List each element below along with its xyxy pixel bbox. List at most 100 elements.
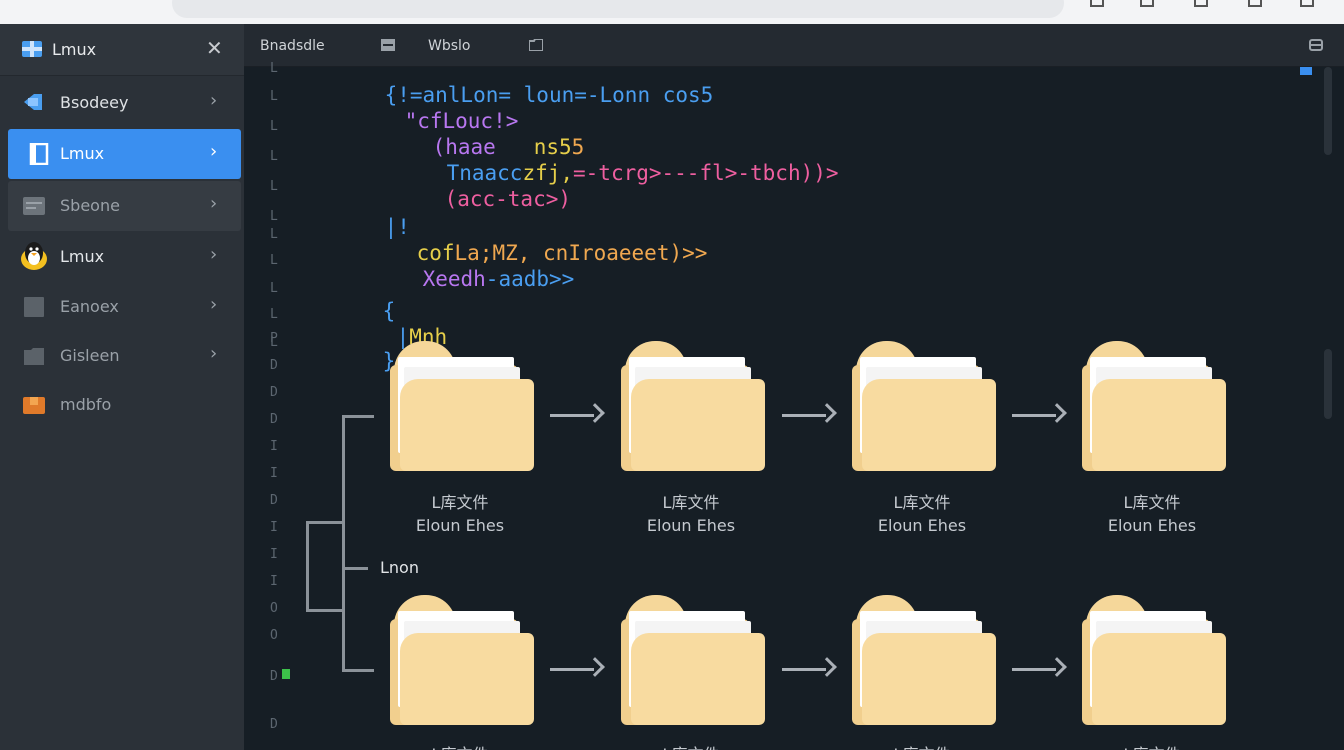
- tree-connector: [342, 567, 368, 570]
- sidebar-item-lmux-active[interactable]: Lmux ›: [8, 129, 241, 179]
- tab-bnadsdle[interactable]: Bnadsdle: [260, 38, 325, 54]
- arrow-right-icon: [550, 657, 605, 679]
- terminal-icon: [29, 143, 49, 165]
- browser-toolbar: [0, 0, 1344, 24]
- network-icon: [22, 41, 42, 57]
- restore-window-icon[interactable]: [1309, 39, 1323, 51]
- sidebar-item-label: Eanoex: [60, 297, 119, 316]
- folder-icon[interactable]: [390, 595, 536, 730]
- code-token: {!=anlLon= loun=-Lonn cos5: [384, 83, 714, 107]
- tab-wbslo[interactable]: Wbslo: [428, 38, 471, 54]
- scroll-marker: [1300, 67, 1312, 75]
- extension-icon[interactable]: [1090, 0, 1104, 7]
- code-token: cof: [416, 241, 455, 265]
- line-number: L: [270, 179, 278, 194]
- line-number: P: [270, 331, 278, 346]
- tree-branch-label: Lnon: [380, 558, 419, 577]
- grid-icon[interactable]: [1248, 0, 1262, 7]
- code-token: (haae: [432, 135, 496, 159]
- line-number: L: [270, 307, 278, 322]
- line-number: I: [270, 547, 278, 562]
- line-number: I: [270, 466, 278, 481]
- line-number: I: [270, 574, 278, 589]
- folder-sublabel: Eloun Ehes: [1107, 516, 1197, 535]
- sidebar-item-lmux-tux[interactable]: Lmux ›: [8, 232, 241, 282]
- code-token: =-tcrg>---fl>-tbch))>: [573, 161, 839, 185]
- folder-icon[interactable]: [1082, 341, 1228, 476]
- address-bar[interactable]: [172, 0, 1064, 18]
- folder-label: L库文件: [380, 741, 540, 750]
- line-number: L: [270, 119, 278, 134]
- code-token: |: [396, 325, 410, 349]
- chevron-right-icon: ›: [210, 193, 218, 214]
- line-number: D: [270, 669, 278, 684]
- chevron-right-icon: ›: [210, 244, 218, 265]
- code-token: |!: [384, 215, 410, 239]
- code-editor[interactable]: L L L L L L L L L L L P D D D I I D I I …: [244, 61, 1344, 750]
- line-number: D: [270, 493, 278, 508]
- line-number: I: [270, 439, 278, 454]
- code-line: {!=anlLon= loun=-Lonn cos5: [334, 59, 714, 131]
- sidebar-item-eanoex[interactable]: Eanoex ›: [8, 282, 241, 332]
- tree-connector: [342, 669, 374, 672]
- package-icon: [23, 397, 45, 414]
- sidebar-item-label: mdbfo: [60, 395, 112, 414]
- sidebar-item-label: Sbeone: [60, 196, 120, 215]
- folder-icon[interactable]: [852, 595, 998, 730]
- line-number: D: [270, 412, 278, 427]
- line-number: L: [270, 335, 278, 350]
- folder-icon[interactable]: [529, 39, 543, 51]
- code-token: -aadb>>: [485, 267, 575, 291]
- sidebar-item-bsodeey[interactable]: Bsodeey ›: [8, 78, 241, 128]
- chevron-right-icon: ›: [210, 294, 218, 315]
- code-token: zfj,: [522, 161, 574, 185]
- line-number: L: [270, 227, 278, 242]
- scrollbar-thumb[interactable]: [1324, 349, 1332, 419]
- sidebar-item-label: Lmux: [60, 247, 105, 266]
- sidebar-item-sbeone[interactable]: Sbeone ›: [8, 181, 241, 231]
- sidebar-item-label: Bsodeey: [60, 93, 129, 112]
- folder-icon[interactable]: [621, 341, 767, 476]
- line-number: L: [270, 149, 278, 164]
- tree-connector: [342, 415, 345, 671]
- folder-label: L库文件: [1123, 493, 1181, 512]
- arrow-right-icon: [550, 403, 605, 425]
- line-number: L: [270, 89, 278, 104]
- folder-icon[interactable]: [621, 595, 767, 730]
- line-number: D: [270, 358, 278, 373]
- code-token: Tnaacc: [446, 161, 523, 185]
- line-number: D: [270, 385, 278, 400]
- sidebar-title: Lmux: [52, 40, 97, 59]
- chevron-right-icon: ›: [210, 141, 218, 162]
- close-icon[interactable]: ✕: [206, 36, 223, 60]
- line-number: O: [270, 628, 278, 643]
- window-icon[interactable]: [381, 39, 395, 51]
- user-icon[interactable]: [1300, 0, 1314, 7]
- network-icon: [24, 94, 42, 110]
- search-icon[interactable]: [1140, 0, 1154, 7]
- folder-icon[interactable]: [852, 341, 998, 476]
- line-number: L: [270, 209, 278, 224]
- tree-connector: [306, 521, 344, 524]
- arrow-right-icon: [1012, 403, 1067, 425]
- code-token: La;MZ,: [454, 241, 531, 265]
- share-icon[interactable]: [1194, 0, 1208, 7]
- sidebar-item-label: Lmux: [60, 144, 105, 163]
- folder-icon[interactable]: [390, 341, 536, 476]
- sidebar-item-label: Gisleen: [60, 346, 120, 365]
- breakpoint-marker[interactable]: [282, 669, 290, 679]
- line-number: D: [270, 717, 278, 732]
- chevron-right-icon: ›: [210, 343, 218, 364]
- sidebar-item-gisleen[interactable]: Gisleen ›: [8, 331, 241, 381]
- folder-sublabel: Eloun Ehes: [877, 516, 967, 535]
- code-line: (acc-tac>): [394, 163, 571, 235]
- scrollbar-thumb[interactable]: [1324, 67, 1332, 155]
- line-number: L: [270, 253, 278, 268]
- folder-icon[interactable]: [1082, 595, 1228, 730]
- folder-icon: [24, 348, 44, 365]
- code-line: Tnaacczfj,=-tcrg>---fl>-tbch))>: [396, 137, 839, 209]
- sidebar-item-mdbfo[interactable]: mdbfo: [8, 380, 241, 430]
- tree-connector: [306, 521, 309, 611]
- code-line: "cfLouc!>: [354, 85, 519, 157]
- code-token: Xeedh: [422, 267, 486, 291]
